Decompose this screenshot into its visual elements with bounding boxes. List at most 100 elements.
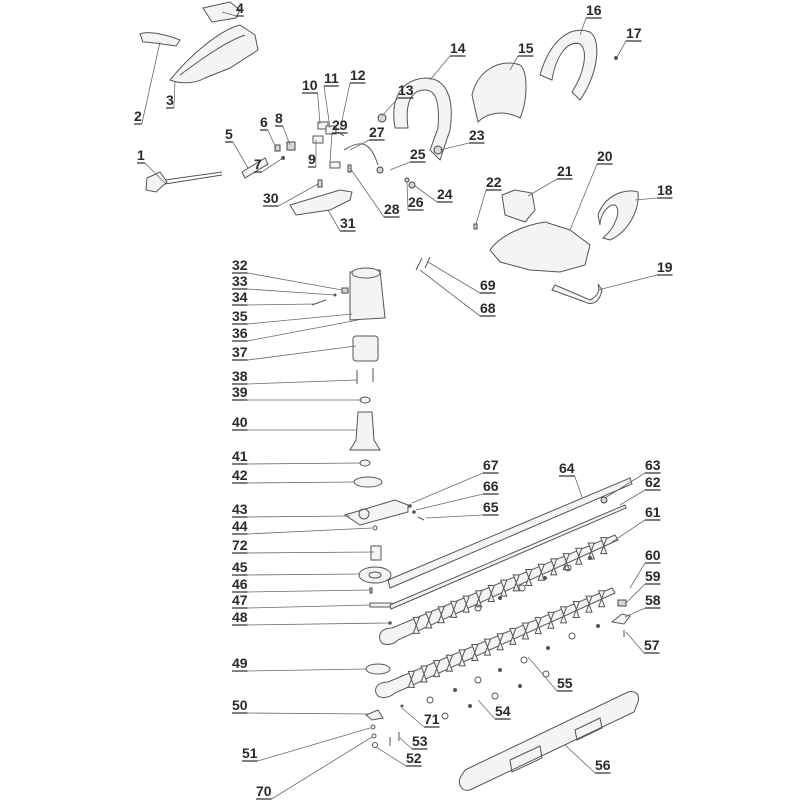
blade-tooth <box>562 553 570 571</box>
callout-number: 7 <box>254 156 262 172</box>
leader-line-23 <box>439 142 470 151</box>
leader-line-71 <box>401 707 425 728</box>
callout-number: 70 <box>256 783 272 799</box>
callout-26: 26 <box>408 194 424 211</box>
blade-tooth <box>425 611 433 629</box>
callout-34: 34 <box>232 289 248 306</box>
callout-number: 35 <box>232 308 248 324</box>
callout-15: 15 <box>518 40 534 57</box>
callout-number: 62 <box>645 474 661 490</box>
part-65 <box>417 516 425 521</box>
callout-54: 54 <box>495 703 511 720</box>
part-6 <box>274 144 281 152</box>
callout-number: 56 <box>595 757 611 773</box>
leader-line-64 <box>574 475 583 498</box>
leader-line-25 <box>389 161 411 171</box>
callout-29: 29 <box>332 117 348 134</box>
part-gear-plate <box>343 499 409 526</box>
callout-number: 6 <box>260 114 268 130</box>
callout-number: 36 <box>232 325 248 341</box>
callout-64: 64 <box>559 460 575 477</box>
callout-number: 25 <box>410 146 426 162</box>
blade-tooth <box>475 590 483 608</box>
callout-number: 13 <box>398 82 414 98</box>
leader-line-24 <box>414 185 438 203</box>
leader-line-57 <box>625 631 645 654</box>
callout-number: 65 <box>483 499 499 515</box>
blade-tooth <box>525 569 533 587</box>
leader-line-43 <box>247 515 351 518</box>
callout-43: 43 <box>232 501 248 518</box>
part-handle-cover <box>471 62 527 123</box>
part-blade-guide-rail <box>387 477 633 589</box>
leader-line-45 <box>247 573 361 576</box>
blade-tooth <box>509 627 517 645</box>
callout-number: 8 <box>275 110 283 126</box>
callout-52: 52 <box>406 750 422 767</box>
callout-27: 27 <box>369 124 385 141</box>
part-bow-handle <box>539 29 598 101</box>
callout-number: 31 <box>340 215 356 231</box>
part-blade-sheath <box>459 691 639 791</box>
callout-number: 9 <box>308 151 316 167</box>
leader-line-42 <box>247 481 355 484</box>
part-62-strip <box>389 504 627 610</box>
blade-tooth <box>534 617 542 635</box>
leader-line-33 <box>247 288 336 296</box>
part-48 <box>388 621 392 625</box>
part-44 <box>372 525 378 531</box>
callout-number: 10 <box>302 77 318 93</box>
part-50 <box>365 709 384 721</box>
part-69 <box>424 256 431 269</box>
leader-line-52 <box>375 746 407 767</box>
callout-number: 55 <box>557 675 573 691</box>
callout-42: 42 <box>232 467 248 484</box>
callout-21: 21 <box>557 163 573 180</box>
blade-tooth <box>512 574 520 592</box>
leader-line-17 <box>616 40 627 58</box>
leader-line-48 <box>247 622 389 626</box>
leader-line-65 <box>425 514 484 519</box>
callout-62: 62 <box>645 474 661 491</box>
callout-70: 70 <box>256 783 272 800</box>
blade-tooth <box>412 616 420 634</box>
leader-line-3 <box>173 81 176 109</box>
leader-line-16 <box>579 17 587 36</box>
part-switch-trigger <box>139 32 181 47</box>
callout-number: 44 <box>232 518 248 534</box>
callout-number: 19 <box>657 259 673 275</box>
callout-9: 9 <box>308 151 316 168</box>
callout-number: 32 <box>232 257 248 273</box>
callout-number: 47 <box>232 592 248 608</box>
part-power-cord-plug <box>145 171 223 193</box>
leader-line-26 <box>406 181 409 211</box>
callout-number: 50 <box>232 697 248 713</box>
leader-line-4 <box>221 11 237 17</box>
part-drawings <box>139 1 639 791</box>
callout-number: 54 <box>495 703 511 719</box>
part-28 <box>347 164 352 173</box>
blade-tooth <box>500 579 508 597</box>
leader-line-6 <box>267 129 277 149</box>
callout-number: 30 <box>263 190 279 206</box>
leader-line-12 <box>339 82 351 131</box>
callout-number: 14 <box>450 40 466 56</box>
part-32 <box>341 287 349 294</box>
rivet <box>518 584 526 592</box>
blade-tooth <box>458 649 466 667</box>
part-66 <box>412 510 416 514</box>
callout-69: 69 <box>480 277 496 294</box>
rivet <box>474 604 482 612</box>
leader-line-36 <box>247 319 359 342</box>
blade-tooth <box>572 600 581 618</box>
part-71 <box>400 704 404 708</box>
callout-number: 1 <box>137 147 145 163</box>
part-70 <box>371 733 377 739</box>
callout-56: 56 <box>595 757 611 774</box>
callout-53: 53 <box>412 733 428 750</box>
callout-number: 46 <box>232 576 248 592</box>
rivet <box>543 576 547 580</box>
rivet <box>588 556 592 560</box>
callout-number: 71 <box>424 711 440 727</box>
